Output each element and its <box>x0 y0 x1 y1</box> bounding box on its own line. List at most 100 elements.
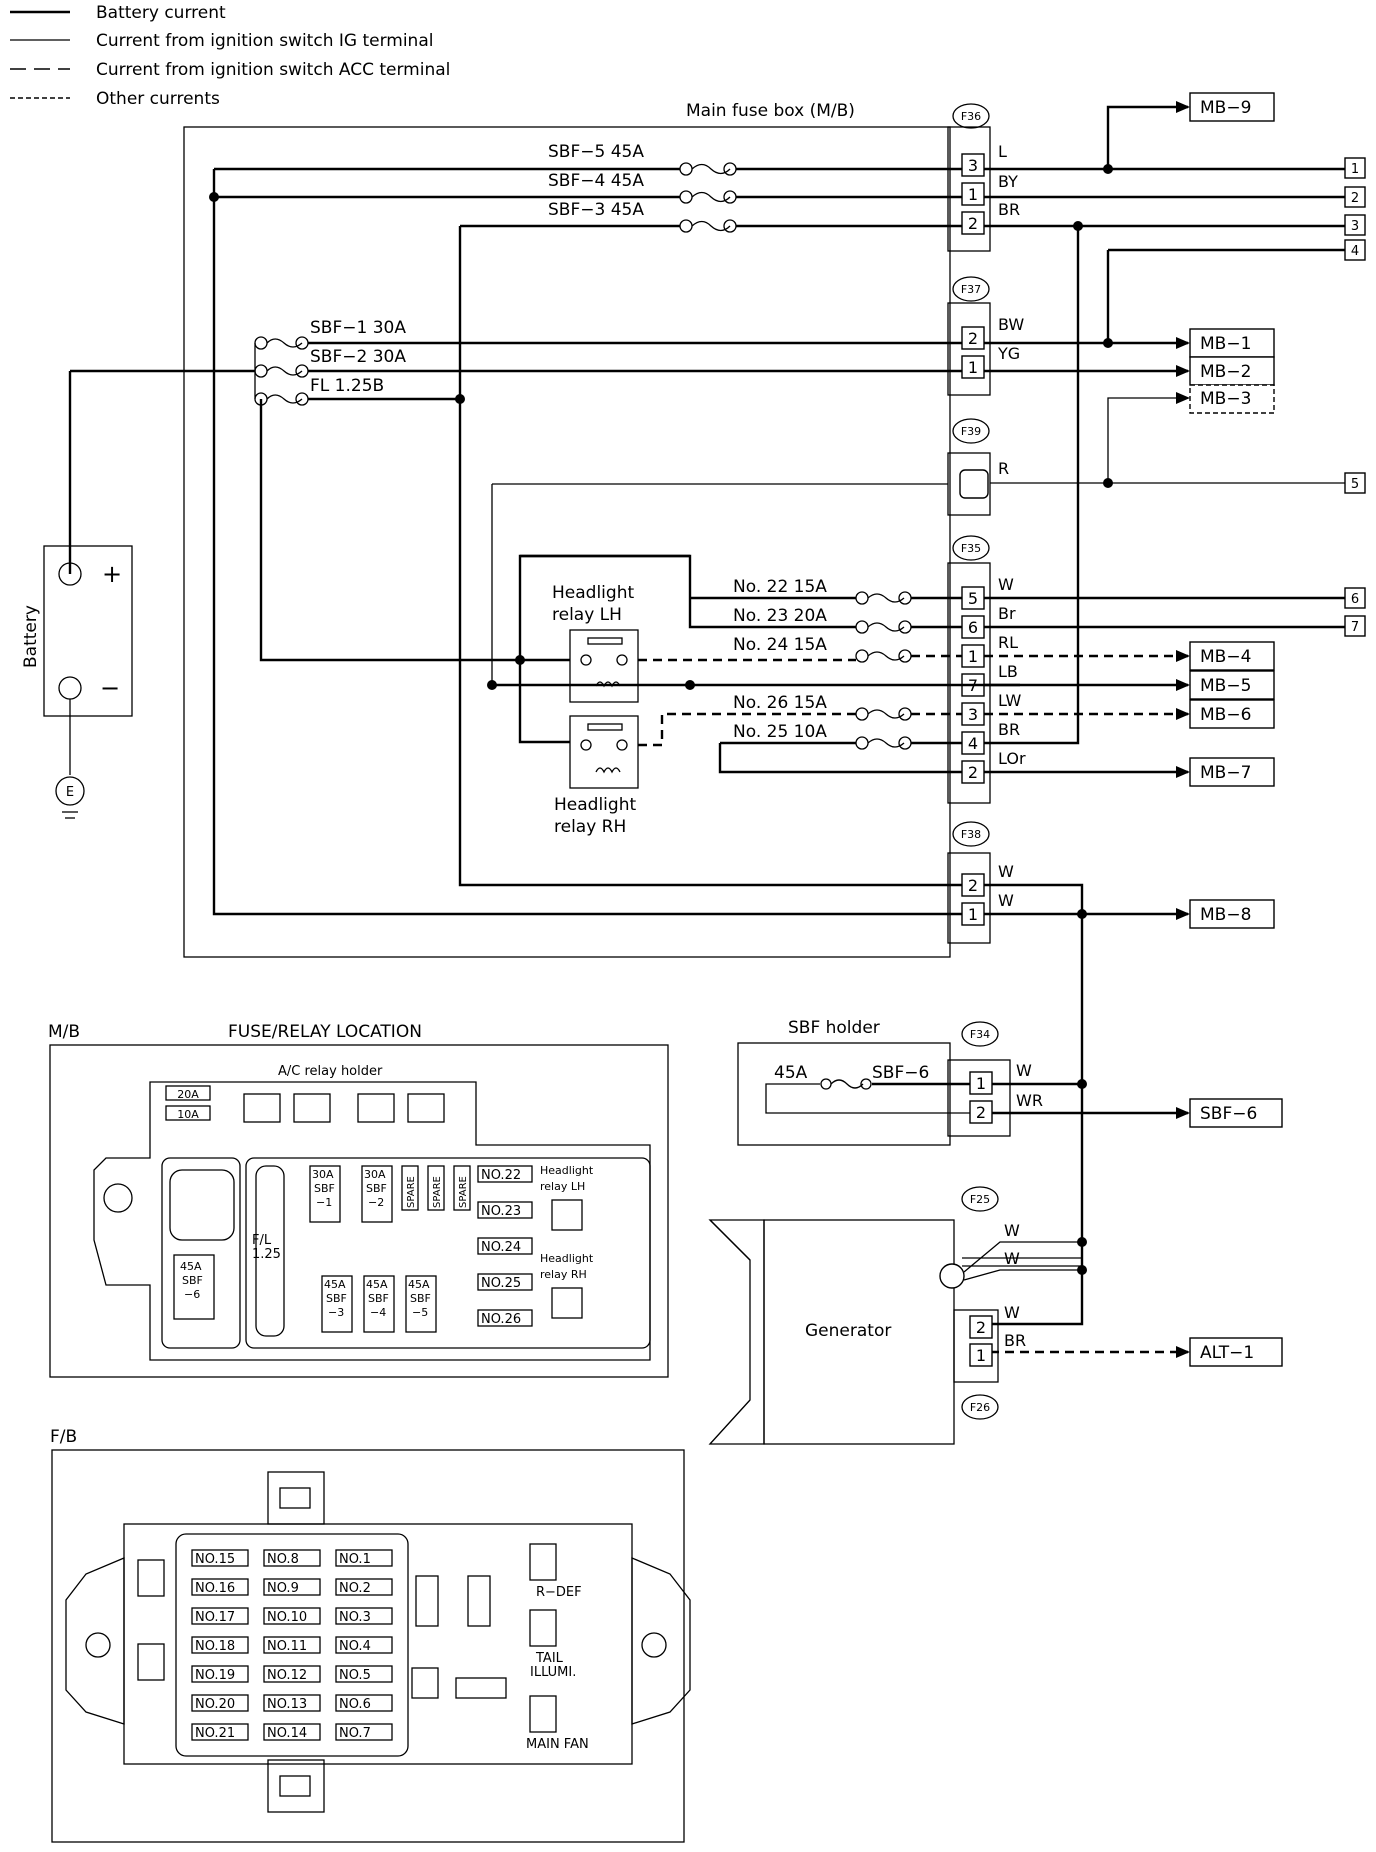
svg-text:LB: LB <box>998 662 1018 681</box>
right-terminals: 1 2 3 4 5 6 7 <box>1344 157 1366 637</box>
svg-text:10A: 10A <box>177 1108 199 1121</box>
svg-text:NO.4: NO.4 <box>339 1639 371 1654</box>
wires <box>68 167 1020 916</box>
svg-text:1: 1 <box>968 647 978 666</box>
svg-text:NO.15: NO.15 <box>195 1552 235 1567</box>
svg-text:SBF: SBF <box>368 1292 389 1305</box>
connector-blocks <box>947 126 991 944</box>
arrow-heads <box>1176 101 1190 1358</box>
svg-text:F/L: F/L <box>252 1233 272 1248</box>
svg-text:45A: 45A <box>774 1063 808 1083</box>
svg-text:−1: −1 <box>316 1196 332 1209</box>
svg-text:1: 1 <box>968 358 978 377</box>
svg-text:ILLUMI.: ILLUMI. <box>530 1665 576 1680</box>
svg-text:45A: 45A <box>180 1260 202 1273</box>
svg-text:E: E <box>66 785 74 800</box>
svg-text:7: 7 <box>1351 620 1359 635</box>
fuse-sbf2-label: SBF−2 30A <box>310 347 406 367</box>
svg-text:SBF−6: SBF−6 <box>872 1063 929 1083</box>
svg-text:NO.13: NO.13 <box>267 1697 307 1712</box>
svg-text:YG: YG <box>997 344 1020 363</box>
headlight-relay-lh: Headlight relay LH <box>552 583 639 703</box>
svg-text:No. 22 15A: No. 22 15A <box>733 577 827 597</box>
svg-text:W: W <box>1004 1249 1020 1268</box>
svg-text:4: 4 <box>1351 244 1359 259</box>
sbf-holder: SBF holder 1 2 W WR 45A SBF−6 <box>737 1018 1043 1146</box>
svg-text:SBF holder: SBF holder <box>788 1018 880 1038</box>
svg-text:L: L <box>998 142 1007 161</box>
svg-text:W: W <box>1004 1221 1020 1240</box>
fuse-sbf4-label: SBF−4 45A <box>548 171 644 191</box>
battery-label: Battery <box>21 605 41 668</box>
svg-text:NO.16: NO.16 <box>195 1581 235 1596</box>
svg-text:1: 1 <box>1351 162 1359 177</box>
mb-location: M/B FUSE/RELAY LOCATION A/C relay holder… <box>48 1022 669 1378</box>
top-fuses: SBF−5 45A SBF−4 45A SBF−3 45A <box>548 142 737 233</box>
svg-text:+: + <box>102 560 122 588</box>
svg-text:SBF: SBF <box>314 1182 335 1195</box>
dest-mb5: MB−5 <box>1200 676 1251 696</box>
svg-text:1: 1 <box>968 905 978 924</box>
svg-text:BW: BW <box>998 315 1024 334</box>
svg-text:3: 3 <box>968 156 978 175</box>
main-fuse-box-title: Main fuse box (M/B) <box>686 101 855 121</box>
svg-text:SBF: SBF <box>182 1274 203 1287</box>
svg-text:2: 2 <box>1351 191 1359 206</box>
svg-text:2: 2 <box>968 763 978 782</box>
svg-text:5: 5 <box>968 589 978 608</box>
svg-text:45A: 45A <box>324 1278 346 1291</box>
svg-text:M/B: M/B <box>48 1022 80 1042</box>
svg-text:3: 3 <box>1351 219 1359 234</box>
pins-f37: 2 1 BW YG <box>961 315 1024 379</box>
destinations: MB−9 MB−1 MB−2 MB−3 MB−4 MB−5 MB−6 MB−7 … <box>1189 92 1283 1367</box>
connector-id-f37: F37 <box>961 283 981 296</box>
svg-text:2: 2 <box>968 876 978 895</box>
connector-ids: F36 F37 F39 F35 F38 F34 F25 F26 <box>952 103 999 1420</box>
svg-text:FUSE/RELAY LOCATION: FUSE/RELAY LOCATION <box>228 1022 422 1042</box>
legend-acc-current: Current from ignition switch ACC termina… <box>96 60 450 80</box>
svg-text:BR: BR <box>998 200 1020 219</box>
legend-battery-current: Battery current <box>96 3 226 23</box>
svg-text:RL: RL <box>998 633 1018 652</box>
svg-text:6: 6 <box>968 618 978 637</box>
svg-text:−5: −5 <box>412 1306 428 1319</box>
svg-text:LOr: LOr <box>998 749 1026 768</box>
svg-text:NO.1: NO.1 <box>339 1552 371 1567</box>
svg-text:45A: 45A <box>366 1278 388 1291</box>
dest-mb6: MB−6 <box>1200 705 1251 725</box>
svg-text:NO.21: NO.21 <box>195 1726 235 1741</box>
svg-text:NO.3: NO.3 <box>339 1610 371 1625</box>
svg-text:−: − <box>100 674 120 702</box>
svg-text:1: 1 <box>976 1074 986 1093</box>
svg-text:A/C relay holder: A/C relay holder <box>278 1064 383 1079</box>
dest-mb4: MB−4 <box>1200 647 1251 667</box>
dest-sbf6: SBF−6 <box>1200 1104 1257 1124</box>
svg-text:1.25: 1.25 <box>252 1247 281 1262</box>
pins-f36: 3 1 2 L BY BR <box>961 142 1020 235</box>
svg-text:NO.17: NO.17 <box>195 1610 235 1625</box>
svg-text:W: W <box>998 862 1014 881</box>
fuse-sbf3-label: SBF−3 45A <box>548 200 644 220</box>
dest-mb1: MB−1 <box>1200 334 1251 354</box>
svg-text:W: W <box>998 891 1014 910</box>
svg-text:−2: −2 <box>368 1196 384 1209</box>
svg-text:NO.26: NO.26 <box>481 1312 521 1327</box>
svg-text:BR: BR <box>1004 1331 1026 1350</box>
svg-text:relay LH: relay LH <box>540 1180 585 1193</box>
svg-text:NO.25: NO.25 <box>481 1276 521 1291</box>
dest-alt1: ALT−1 <box>1200 1343 1254 1363</box>
svg-text:NO.6: NO.6 <box>339 1697 371 1712</box>
svg-text:No. 25 10A: No. 25 10A <box>733 722 827 742</box>
right-junction-dots <box>1073 164 1113 1275</box>
svg-text:Headlight: Headlight <box>540 1164 594 1177</box>
battery: Battery + − E <box>21 545 133 819</box>
svg-text:Headlight: Headlight <box>554 795 636 815</box>
dest-mb2: MB−2 <box>1200 362 1251 382</box>
svg-text:NO.2: NO.2 <box>339 1581 371 1596</box>
svg-text:2: 2 <box>968 214 978 233</box>
svg-text:relay RH: relay RH <box>554 817 626 837</box>
svg-text:SBF: SBF <box>326 1292 347 1305</box>
svg-text:MAIN FAN: MAIN FAN <box>526 1737 589 1752</box>
svg-text:NO.7: NO.7 <box>339 1726 371 1741</box>
